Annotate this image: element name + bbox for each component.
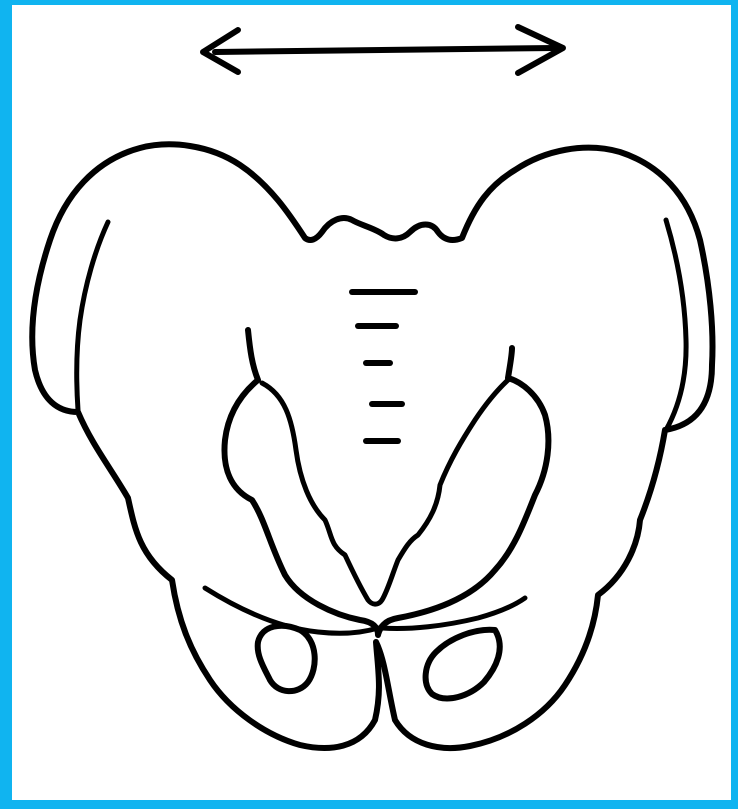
left-iliac-line bbox=[77, 222, 108, 410]
sacrum-inner-left bbox=[262, 380, 508, 604]
right-iliac-line bbox=[666, 220, 686, 430]
left-obturator-foramen bbox=[258, 626, 315, 691]
pelvis-outer-contour bbox=[32, 144, 712, 748]
sacral-foramina bbox=[352, 292, 415, 441]
width-arrow bbox=[203, 27, 563, 73]
arrow-shaft bbox=[215, 48, 555, 52]
right-obturator-foramen bbox=[426, 630, 500, 699]
